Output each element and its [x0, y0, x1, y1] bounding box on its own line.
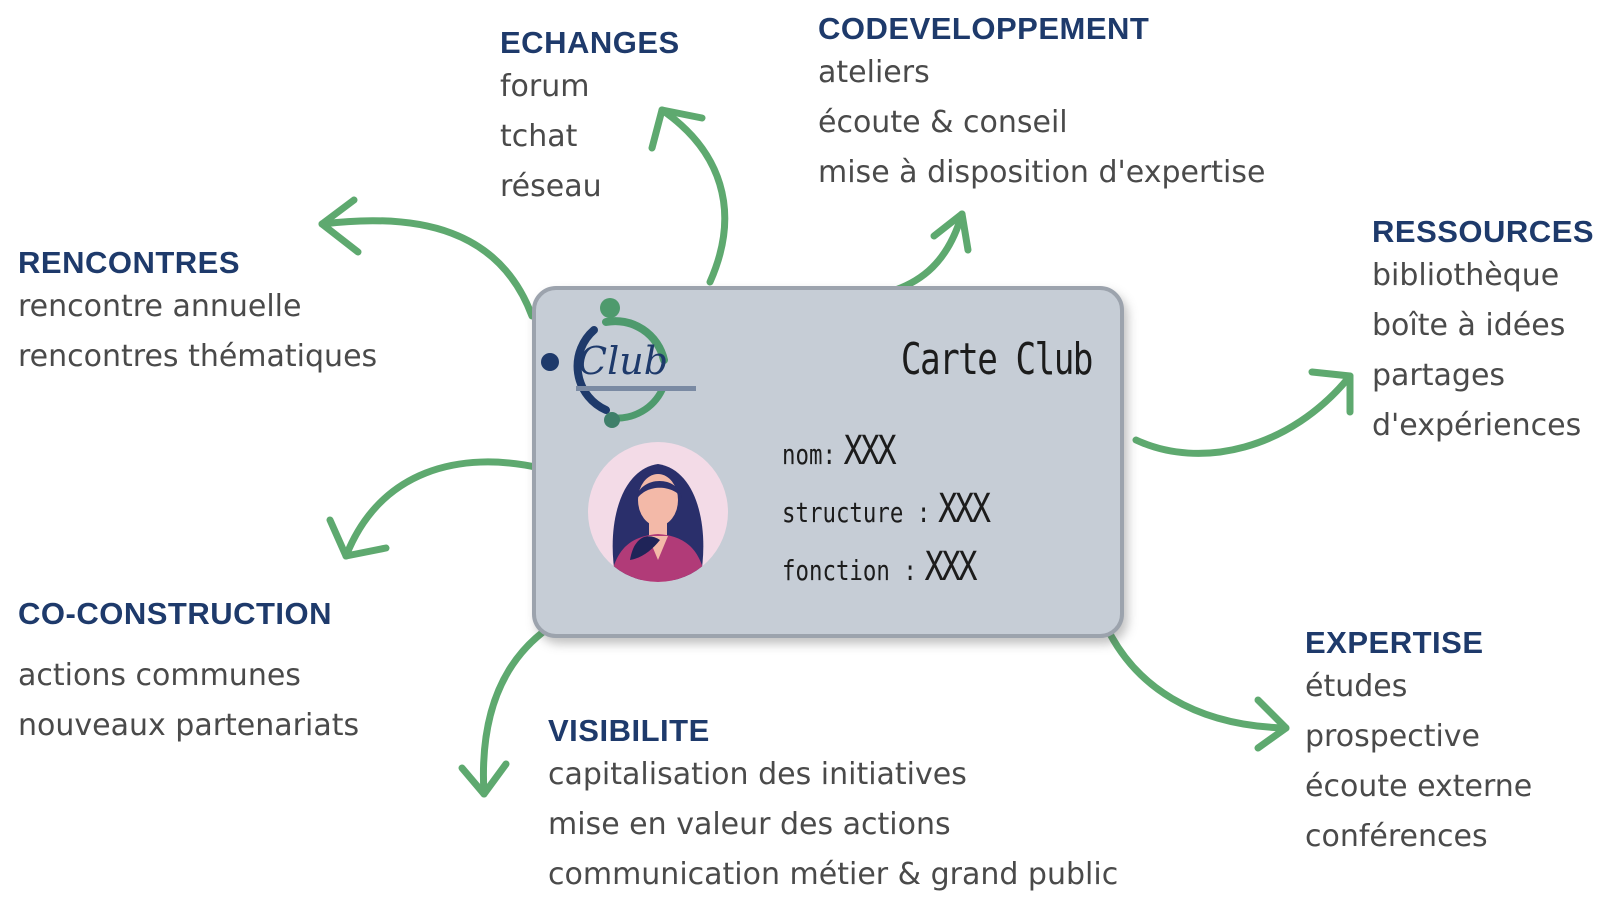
- codeveloppement-title: CODEVELOPPEMENT: [818, 11, 1150, 46]
- visibilite-title: VISIBILITE: [548, 713, 710, 748]
- rencontres-item: rencontres thématiques: [18, 339, 378, 374]
- arrowhead-visibilite: [458, 760, 510, 798]
- coconstruction-list: actions communes nouveaux partenariats: [18, 651, 359, 751]
- visibilite-item: capitalisation des initiatives: [548, 757, 967, 792]
- field-structure-label: structure :: [782, 496, 931, 529]
- codeveloppement-item: ateliers: [818, 55, 930, 90]
- card-field-structure: structure : XXX: [782, 486, 991, 532]
- rencontres-title: RENCONTRES: [18, 245, 241, 280]
- card-field-nom: nom: XXX: [782, 428, 897, 474]
- ressources-item: partages: [1372, 358, 1506, 393]
- visibilite-list: capitalisation des initiatives mise en v…: [548, 750, 1118, 900]
- club-logo-icon: Club: [541, 298, 696, 428]
- rencontres-item: rencontre annuelle: [18, 289, 302, 324]
- codeveloppement-item: écoute & conseil: [818, 105, 1068, 140]
- field-structure-value: XXX: [938, 486, 991, 532]
- arrowhead-codeveloppement: [930, 210, 972, 254]
- avatar-icon: [588, 442, 728, 582]
- block-ressources: RESSOURCES bibliothèque boîte à idées pa…: [1372, 213, 1594, 451]
- coconstruction-item: nouveaux partenariats: [18, 708, 360, 743]
- card-title: Carte Club: [900, 334, 1094, 385]
- rencontres-list: rencontre annuelle rencontres thématique…: [18, 282, 377, 382]
- expertise-list: études prospective écoute externe confér…: [1305, 662, 1532, 862]
- arrowhead-ressources: [1308, 368, 1354, 416]
- field-nom-label: nom:: [782, 438, 836, 471]
- expertise-item: prospective: [1305, 719, 1481, 754]
- block-coconstruction: CO-CONSTRUCTION actions communes nouveau…: [18, 595, 359, 751]
- arrow-expertise: [1096, 608, 1290, 732]
- block-expertise: EXPERTISE études prospective écoute exte…: [1305, 624, 1532, 862]
- echanges-list: forum tchat réseau: [500, 62, 680, 212]
- echanges-item: forum: [500, 69, 590, 104]
- codeveloppement-list: ateliers écoute & conseil mise à disposi…: [818, 48, 1265, 198]
- arrowhead-coconstruction: [326, 516, 390, 560]
- block-codeveloppement: CODEVELOPPEMENT ateliers écoute & consei…: [818, 10, 1265, 198]
- field-fonction-value: XXX: [924, 544, 978, 590]
- ressources-item: boîte à idées: [1372, 308, 1566, 343]
- ressources-item: d'expériences: [1372, 408, 1582, 443]
- codeveloppement-item: mise à disposition d'expertise: [818, 155, 1266, 190]
- arrowhead-expertise: [1254, 696, 1290, 752]
- club-logo-text: Club: [578, 339, 668, 383]
- expertise-item: écoute externe: [1305, 769, 1533, 804]
- echanges-item: réseau: [500, 169, 602, 204]
- expertise-item: conférences: [1305, 819, 1488, 854]
- club-card: Club Carte Club nom: XXX structure : XXX…: [532, 286, 1124, 638]
- coconstruction-title: CO-CONSTRUCTION: [18, 596, 333, 631]
- ressources-list: bibliothèque boîte à idées partages d'ex…: [1372, 251, 1594, 451]
- card-field-fonction: fonction : XXX: [782, 544, 978, 590]
- expertise-title: EXPERTISE: [1305, 625, 1484, 660]
- block-rencontres: RENCONTRES rencontre annuelle rencontres…: [18, 244, 377, 382]
- echanges-item: tchat: [500, 119, 578, 154]
- expertise-item: études: [1305, 669, 1408, 704]
- visibilite-item: communication métier & grand public: [548, 857, 1119, 892]
- ressources-item: bibliothèque: [1372, 258, 1560, 293]
- block-echanges: ECHANGES forum tchat réseau: [500, 24, 680, 212]
- coconstruction-item: actions communes: [18, 658, 301, 693]
- field-fonction-label: fonction :: [782, 554, 917, 587]
- echanges-title: ECHANGES: [500, 25, 680, 60]
- field-nom-value: XXX: [843, 428, 897, 474]
- arrow-ressources: [1132, 372, 1354, 457]
- visibilite-item: mise en valeur des actions: [548, 807, 951, 842]
- arrow-coconstruction: [342, 458, 544, 560]
- ressources-title: RESSOURCES: [1372, 214, 1595, 249]
- block-visibilite: VISIBILITE capitalisation des initiative…: [548, 712, 1118, 900]
